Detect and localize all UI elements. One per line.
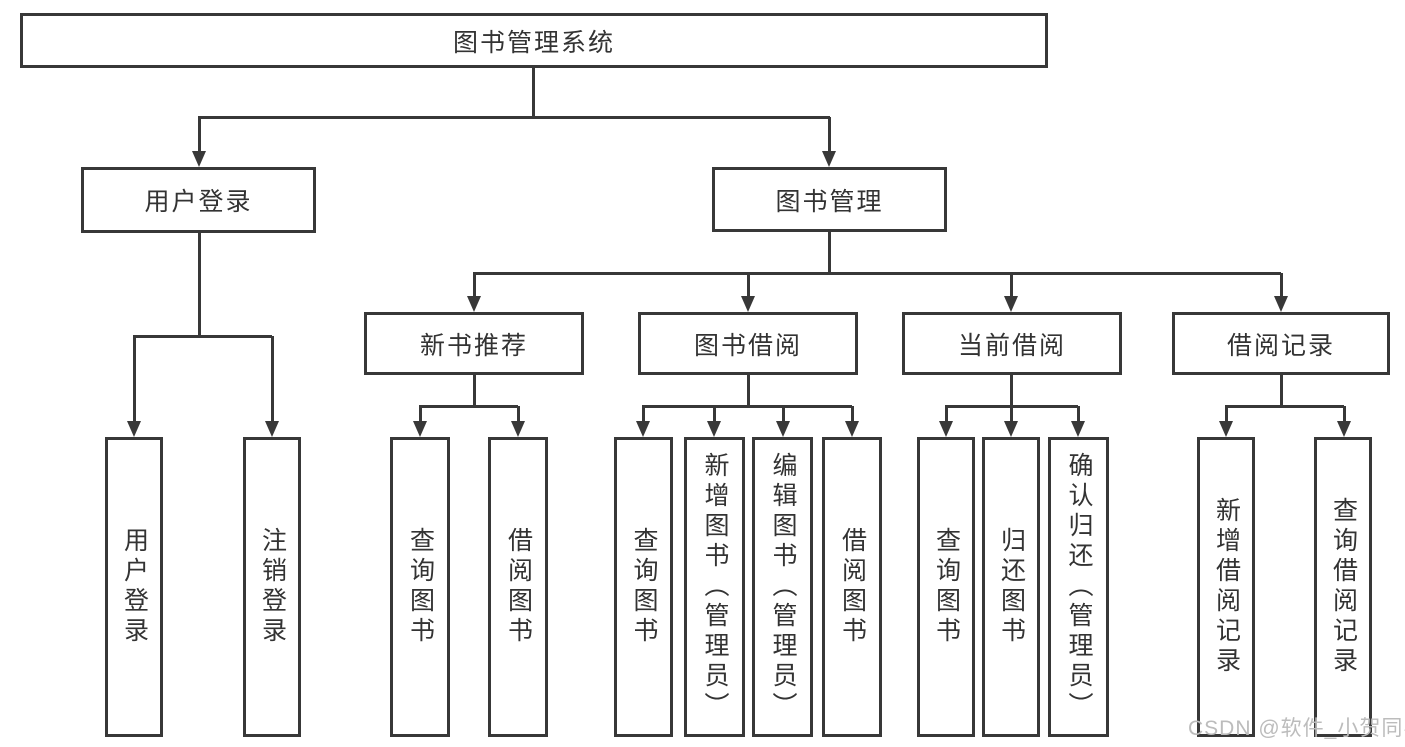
connector-line xyxy=(945,406,948,421)
connector-line xyxy=(419,405,518,408)
node-book-borrow: 图书借阅 xyxy=(638,312,858,375)
arrow-down-icon xyxy=(845,421,859,437)
node-current-borrow: 当前借阅 xyxy=(902,312,1122,375)
arrow-down-icon xyxy=(265,421,279,437)
leaf-borrow-query-book: 查询图书 xyxy=(614,437,673,737)
node-label: 借阅记录 xyxy=(1226,331,1335,360)
connector-line xyxy=(642,405,852,408)
node-label: 归还图书 xyxy=(997,527,1026,647)
arrow-down-icon xyxy=(1071,421,1085,437)
arrow-down-icon xyxy=(1219,421,1233,437)
node-label: 用户登录 xyxy=(120,527,149,647)
node-label: 当前借阅 xyxy=(957,331,1066,360)
node-label: 新增借阅记录 xyxy=(1212,497,1241,677)
connector-line xyxy=(419,406,422,421)
arrow-down-icon xyxy=(822,151,836,167)
leaf-current-query-book: 查询图书 xyxy=(917,437,975,737)
connector-line xyxy=(713,406,716,421)
node-label: 查询图书 xyxy=(406,527,435,647)
connector-line xyxy=(532,68,535,117)
connector-line xyxy=(1077,406,1080,421)
connector-line xyxy=(782,406,785,421)
leaf-rec-borrow-book: 借阅图书 xyxy=(488,437,548,737)
node-label: 查询图书 xyxy=(630,527,658,647)
node-label: 查询借阅记录 xyxy=(1329,497,1358,677)
connector-line xyxy=(828,117,831,151)
connector-line xyxy=(198,116,830,119)
node-label: 注销登录 xyxy=(258,527,287,647)
leaf-current-confirm-return-admin: 确认归还（管理员） xyxy=(1048,437,1109,737)
connector-line xyxy=(828,232,831,273)
leaf-record-query-borrow-record: 查询借阅记录 xyxy=(1314,437,1372,737)
leaf-record-add-borrow-record: 新增借阅记录 xyxy=(1197,437,1255,737)
node-label: 编辑图书（管理员） xyxy=(769,452,797,722)
arrow-down-icon xyxy=(413,421,427,437)
node-label: 新增图书（管理员） xyxy=(701,452,729,722)
connector-line xyxy=(1280,273,1283,296)
arrow-down-icon xyxy=(511,421,525,437)
node-label: 图书管理 xyxy=(775,187,884,216)
arrow-down-icon xyxy=(1004,421,1018,437)
connector-line xyxy=(1225,406,1228,421)
connector-line xyxy=(642,406,645,421)
connector-line xyxy=(271,336,274,421)
connector-line xyxy=(133,335,272,338)
arrow-down-icon xyxy=(127,421,141,437)
leaf-current-return-book: 归还图书 xyxy=(982,437,1040,737)
connector-line xyxy=(747,375,750,406)
leaf-user-login: 用户登录 xyxy=(105,437,163,737)
node-label: 查询图书 xyxy=(932,527,961,647)
connector-line xyxy=(198,233,201,336)
connector-line xyxy=(198,117,201,151)
connector-line xyxy=(517,406,520,421)
node-label: 借阅图书 xyxy=(504,527,533,647)
connector-line xyxy=(1010,406,1013,421)
connector-line xyxy=(1225,405,1344,408)
arrow-down-icon xyxy=(776,421,790,437)
node-book-management: 图书管理 xyxy=(712,167,947,232)
node-label: 新书推荐 xyxy=(419,331,528,360)
node-library-management-system: 图书管理系统 xyxy=(20,13,1048,68)
connector-line xyxy=(1280,375,1283,406)
leaf-rec-query-book: 查询图书 xyxy=(390,437,450,737)
arrow-down-icon xyxy=(192,151,206,167)
connector-line xyxy=(473,375,476,406)
connector-line xyxy=(473,272,1281,275)
node-label: 借阅图书 xyxy=(838,527,867,647)
arrow-down-icon xyxy=(467,296,481,312)
node-label: 图书借阅 xyxy=(693,331,802,360)
arrow-down-icon xyxy=(1004,296,1018,312)
connector-line xyxy=(747,273,750,296)
connector-line xyxy=(1010,273,1013,296)
leaf-borrow-edit-book-admin: 编辑图书（管理员） xyxy=(752,437,813,737)
leaf-borrow-borrow-book: 借阅图书 xyxy=(822,437,882,737)
connector-line xyxy=(133,336,136,421)
arrow-down-icon xyxy=(1337,421,1351,437)
leaf-borrow-add-book-admin: 新增图书（管理员） xyxy=(684,437,745,737)
arrow-down-icon xyxy=(707,421,721,437)
arrow-down-icon xyxy=(939,421,953,437)
node-borrow-records: 借阅记录 xyxy=(1172,312,1390,375)
node-label: 图书管理系统 xyxy=(452,28,615,57)
connector-line xyxy=(851,406,854,421)
node-new-book-recommend: 新书推荐 xyxy=(364,312,584,375)
csdn-watermark: CSDN @软件_小贺同学 xyxy=(1188,717,1405,740)
leaf-logout: 注销登录 xyxy=(243,437,301,737)
connector-line xyxy=(1010,375,1013,406)
arrow-down-icon xyxy=(1274,296,1288,312)
connector-line xyxy=(1343,406,1346,421)
node-user-login: 用户登录 xyxy=(81,167,316,233)
arrow-down-icon xyxy=(741,296,755,312)
node-label: 用户登录 xyxy=(144,188,253,216)
connector-line xyxy=(473,273,476,296)
arrow-down-icon xyxy=(636,421,650,437)
node-label: 确认归还（管理员） xyxy=(1065,452,1093,722)
